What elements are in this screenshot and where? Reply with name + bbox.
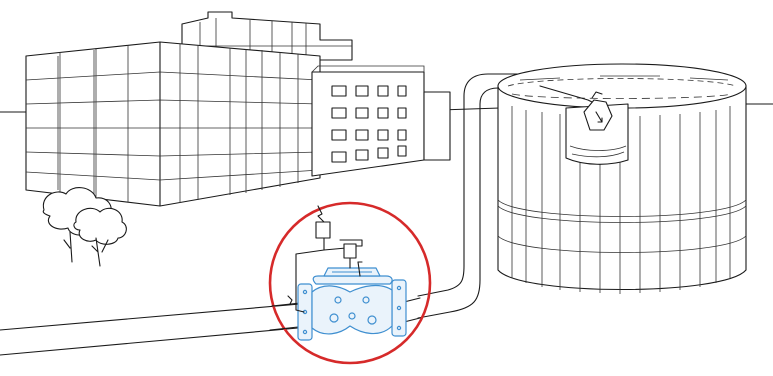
side-building-icon (311, 65, 451, 177)
float-valve-icon (539, 85, 613, 131)
water-tank-icon (497, 63, 747, 294)
tree-icon (42, 187, 127, 267)
control-valve-icon (269, 267, 421, 341)
pipeline-icon (0, 73, 533, 356)
pilot-valve-icon (287, 205, 363, 313)
highlight-circle (268, 201, 432, 365)
main-building-icon (25, 41, 321, 207)
